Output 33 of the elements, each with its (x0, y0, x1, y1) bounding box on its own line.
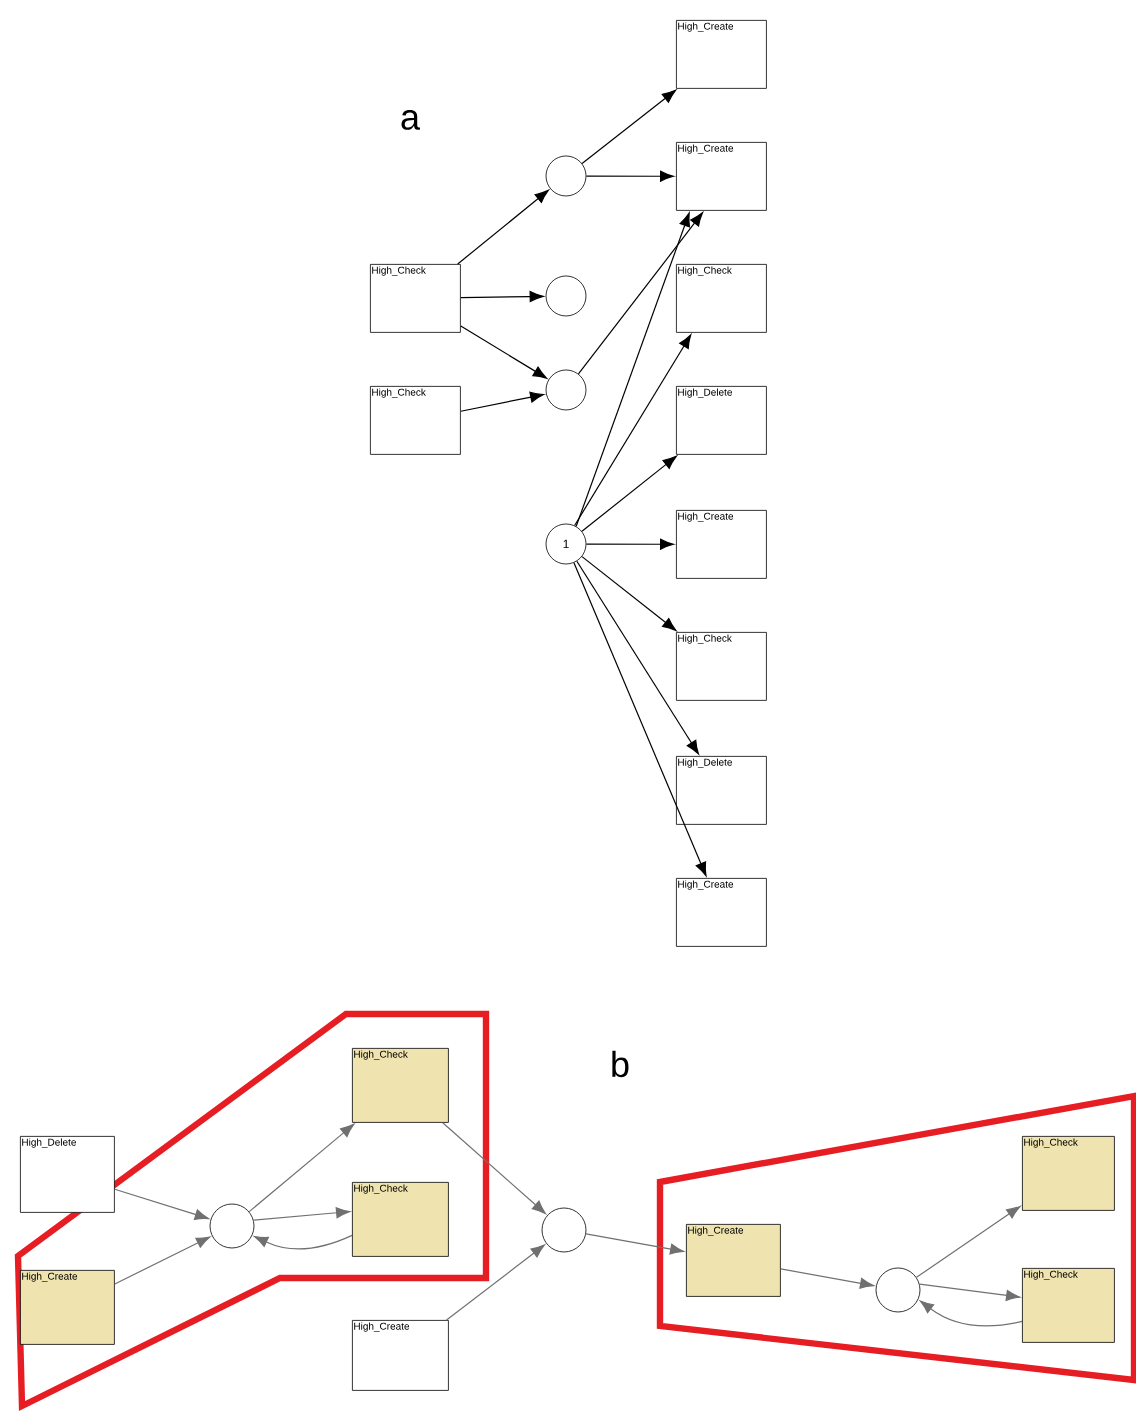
arrow (577, 212, 704, 375)
arrow (574, 334, 692, 527)
arrow (253, 1207, 351, 1221)
arrow (248, 1123, 355, 1213)
arrow (581, 556, 677, 632)
arrow (919, 1300, 1023, 1327)
circle-node (875, 1267, 921, 1313)
arrow (457, 189, 549, 265)
arrow (460, 291, 544, 303)
circle-node (545, 155, 587, 197)
arrow (576, 560, 700, 755)
arrow (915, 1205, 1021, 1278)
arrow (460, 391, 545, 412)
arrow (581, 455, 677, 532)
arrow (573, 562, 707, 877)
arrow (575, 212, 691, 527)
panel-label: a (401, 110, 420, 130)
circle-node (545, 275, 587, 317)
arrow (460, 325, 548, 379)
circle-node (545, 369, 587, 411)
arrow (253, 1234, 353, 1250)
arrow (581, 89, 677, 164)
arrow (585, 170, 675, 182)
arrow (585, 1233, 685, 1255)
arrow (780, 1268, 875, 1289)
arrow (585, 538, 675, 550)
arrow (445, 1244, 545, 1321)
arrow (114, 1236, 211, 1285)
panel-label: b (612, 1050, 629, 1078)
circle-node (541, 1207, 587, 1253)
circle-node (209, 1203, 255, 1249)
arrow (919, 1283, 1021, 1301)
arrow (442, 1122, 546, 1215)
